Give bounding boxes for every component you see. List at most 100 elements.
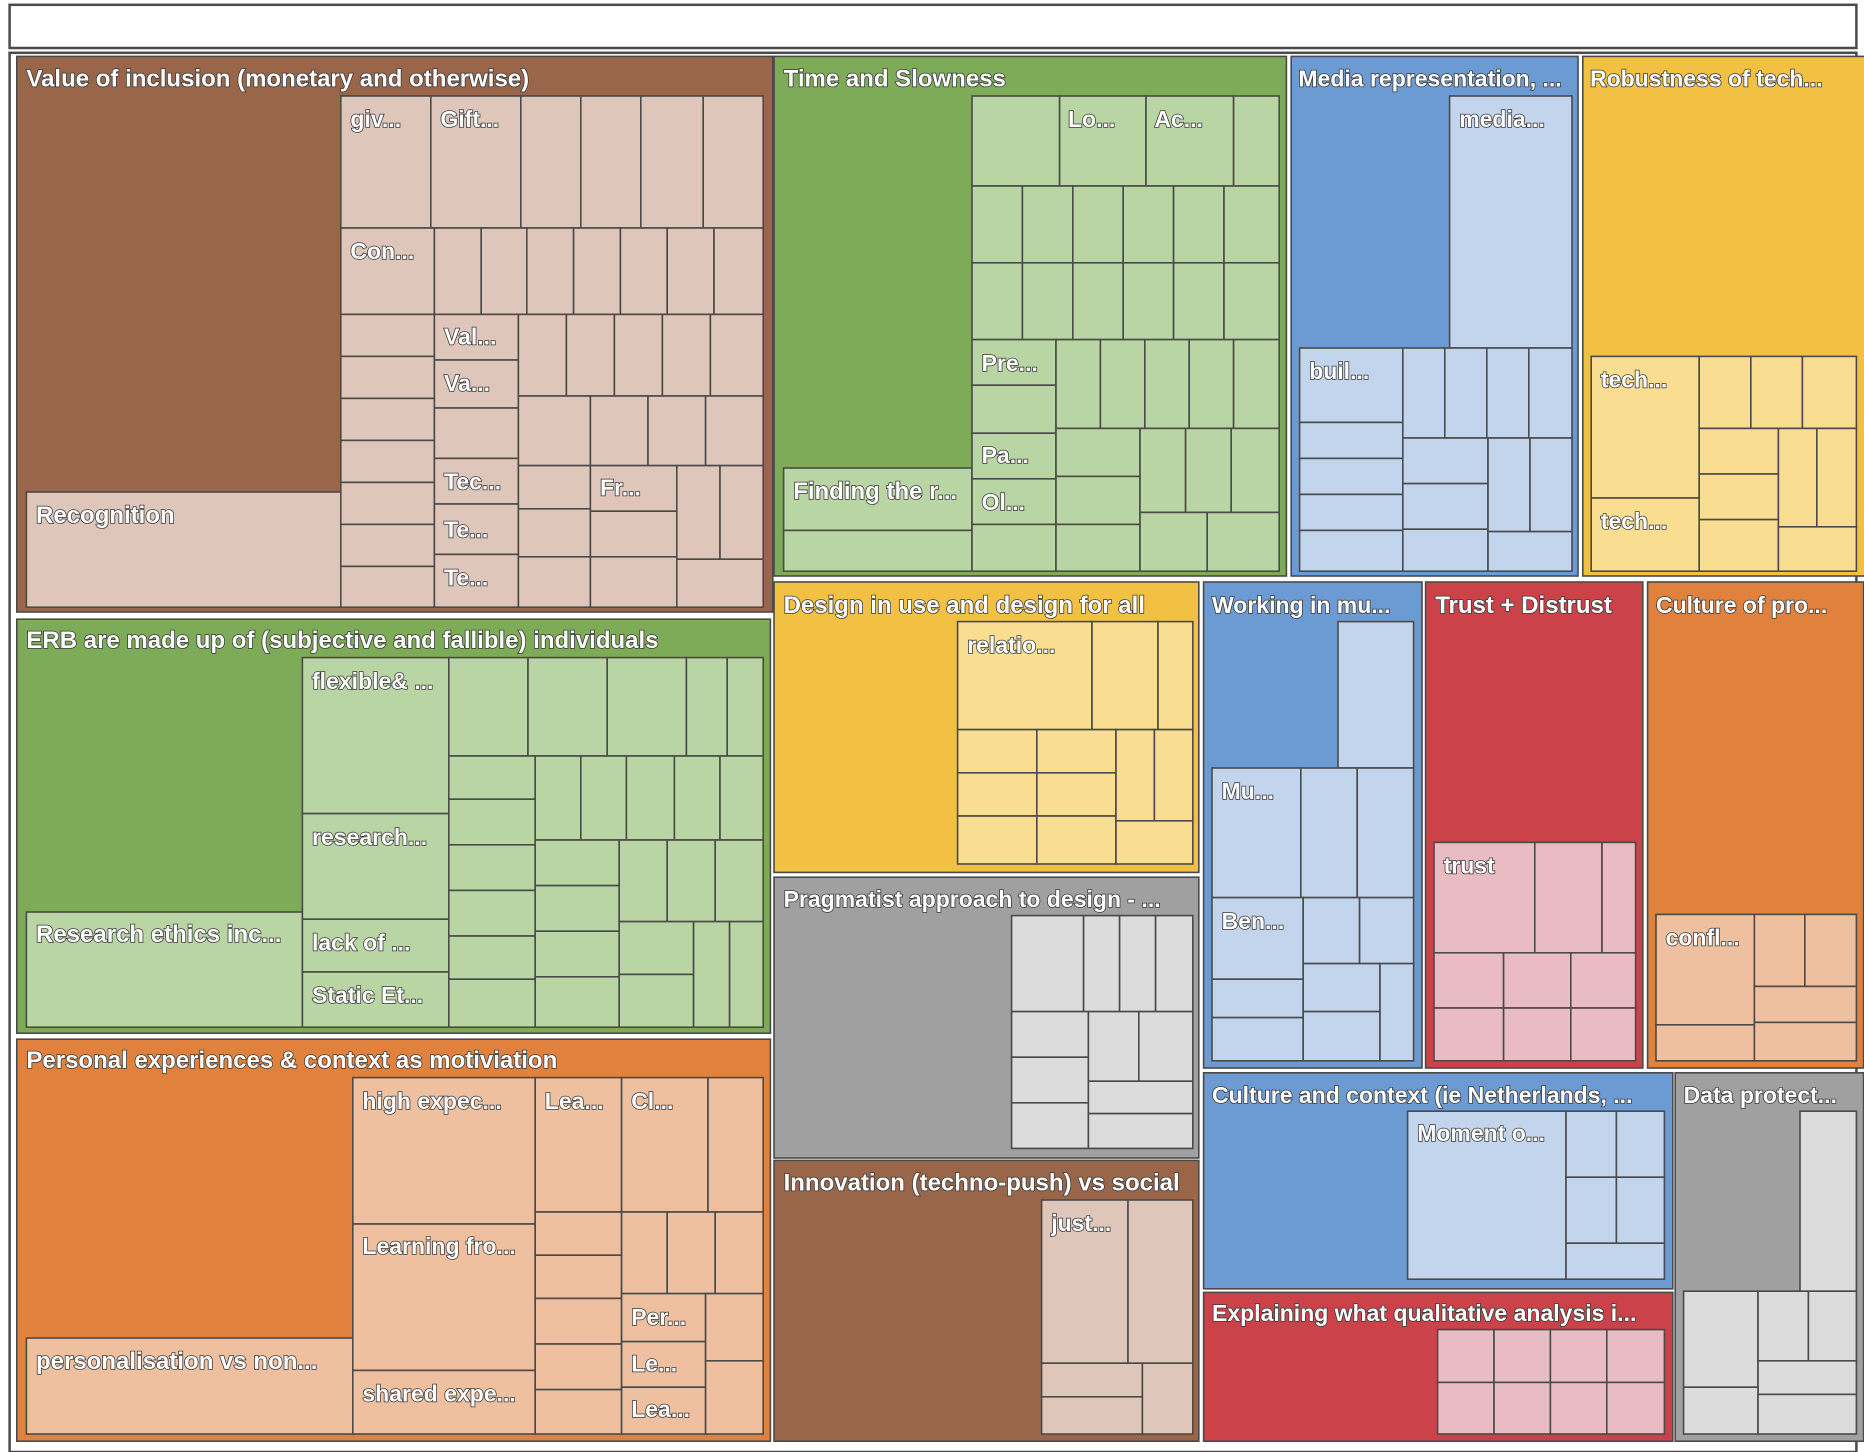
treemap-cell-8-0 xyxy=(1753,913,1806,988)
treemap-cell-0-1 xyxy=(517,507,592,558)
treemap-cell-7-1 xyxy=(1601,841,1637,954)
cell-label-10-2: Cl... xyxy=(631,1088,673,1114)
treemap-cell-2-2 xyxy=(1298,493,1404,532)
treemap-cell-11-1 xyxy=(1040,1362,1144,1398)
treemap-cell-10-3 xyxy=(534,1343,623,1391)
treemap-cell-0-1 xyxy=(339,355,436,400)
treemap-cell-5-1 xyxy=(1157,620,1194,731)
treemap-cell-6-2 xyxy=(1302,896,1361,965)
treemap-cell-10-1 xyxy=(704,1360,764,1435)
cell-label-8-0: confl... xyxy=(1666,925,1740,951)
cell-label-4-2: lack of ... xyxy=(312,929,410,955)
treemap-cell-4-top-0-1 xyxy=(527,656,608,757)
treemap-cell-0-mid-0-2 xyxy=(613,313,664,397)
treemap-cell-4-0 xyxy=(447,755,536,801)
cell-label-0-7: Te... xyxy=(444,565,488,591)
treemap-cell-6-ben xyxy=(1211,896,1304,980)
treemap-cell-0-1 xyxy=(589,395,649,467)
treemap-cell-1-mid-1-5 xyxy=(1223,261,1281,341)
treemap-cell-4-5 xyxy=(692,920,731,1028)
treemap-cell-6-mu xyxy=(1211,767,1302,899)
treemap-cell-7-trust xyxy=(1433,841,1536,954)
group-label-9: Pragmatist approach to design - ... xyxy=(784,886,1161,912)
treemap-cell-1-top-0-2 xyxy=(1145,95,1235,187)
group-label-12: Culture and context (ie Netherlands, ... xyxy=(1212,1082,1632,1108)
treemap-cell-7-5 xyxy=(1570,1007,1637,1062)
treemap-cell-4-1 xyxy=(666,839,717,923)
treemap-cell-0-3 xyxy=(675,464,721,561)
treemap-cell-11-2 xyxy=(1040,1396,1144,1435)
treemap-cell-12-1 xyxy=(1615,1110,1666,1178)
treemap-cell-0-0 xyxy=(433,313,520,361)
cell-label-11-0: just... xyxy=(1050,1210,1111,1236)
treemap-cell-4-2 xyxy=(534,930,621,978)
cell-label-10-0: high expec... xyxy=(362,1088,501,1114)
treemap-cell-10-0 xyxy=(534,1211,623,1257)
treemap-cell-6-5 xyxy=(1302,1010,1381,1062)
treemap-cell-4-r2-0-1 xyxy=(579,755,628,841)
treemap-cell-0-mid-0-3 xyxy=(661,313,712,397)
treemap-cell-5-0 xyxy=(1091,620,1159,731)
treemap-cell-1-1 xyxy=(1055,475,1141,526)
treemap-cell-6-3 xyxy=(1358,896,1415,965)
treemap-cell-2-1 xyxy=(1402,482,1489,531)
cell-label-4-1: research... xyxy=(312,824,427,850)
treemap-cell-0-1 xyxy=(589,510,678,558)
treemap-cell-3-0 xyxy=(1698,355,1752,430)
cell-label-12-0: Moment o... xyxy=(1417,1120,1545,1146)
treemap-cell-9-2 xyxy=(1010,1102,1090,1150)
treemap-cell-3-0 xyxy=(1698,427,1780,475)
treemap-cell-4-6 xyxy=(728,920,764,1028)
treemap-cell-6-1 xyxy=(1356,767,1415,899)
treemap-cell-0-4 xyxy=(719,464,765,561)
cell-label-1-0: Lo... xyxy=(1068,106,1115,132)
treemap-cell-1-mid-0-2 xyxy=(1072,185,1125,264)
treemap-cell-0-mid-0-1 xyxy=(565,313,616,397)
treemap-cell-9-6 xyxy=(1087,1112,1194,1150)
treemap-cell-2-2 xyxy=(1402,528,1489,573)
treemap-cell-13-2 xyxy=(1807,1290,1858,1362)
treemap-cell-4-0 xyxy=(618,839,669,923)
treemap-cell-5-2 xyxy=(956,815,1038,865)
treemap-cell-2-buil xyxy=(1298,347,1404,424)
treemap-cell-5-1 xyxy=(956,771,1038,817)
treemap-cell-1-2 xyxy=(1055,523,1141,573)
treemap-cell-4-4 xyxy=(447,935,536,981)
treemap-cell-4-3 xyxy=(534,975,621,1028)
treemap-cell-13-tall xyxy=(1799,1110,1858,1292)
treemap-cell-0-6 xyxy=(339,565,436,609)
treemap-cell-6-top xyxy=(1337,620,1415,769)
treemap-cell-0-2 xyxy=(647,395,707,467)
treemap-cell-0-4 xyxy=(339,481,436,526)
treemap-cell-4-3 xyxy=(447,889,536,937)
treemap-cell-1-top-0-3 xyxy=(1232,95,1280,187)
treemap-cell-10-personalisation xyxy=(25,1337,354,1435)
treemap-cell-14-cells-1-3 xyxy=(1606,1381,1666,1435)
treemap-cell-0-con-0-3 xyxy=(525,227,575,316)
treemap-cell-1-mid-1-0 xyxy=(971,261,1024,341)
treemap-cell-7-0 xyxy=(1433,951,1505,1009)
treemap-cell-4-2 xyxy=(447,843,536,892)
treemap-cell-2-0 xyxy=(1402,347,1446,439)
treemap-cell-4-lack xyxy=(301,918,450,973)
treemap-cell-1-pre-0-2 xyxy=(1144,338,1191,430)
treemap-cell-10-1 xyxy=(534,1254,623,1300)
treemap-cell-0-mid-0-0 xyxy=(517,313,568,397)
treemap-cell-2-0 xyxy=(1298,421,1404,460)
treemap-cell-0-2 xyxy=(589,555,678,608)
group-label-7: Trust + Distrust xyxy=(1435,592,1612,619)
cell-label-0-3: Val... xyxy=(444,323,496,349)
treemap-cell-10-cl xyxy=(620,1076,709,1213)
group-label-6: Working in mu... xyxy=(1212,592,1390,618)
cell-label-10-8: personalisation vs non... xyxy=(36,1348,317,1375)
treemap-cell-0-0 xyxy=(517,464,592,510)
treemap-cell-0-mid-0-4 xyxy=(709,313,765,397)
treemap-cell-1-mid-1-2 xyxy=(1072,261,1125,341)
group-label-0: Value of inclusion (monetary and otherwi… xyxy=(26,65,529,92)
cell-label-0-5: Tec... xyxy=(444,469,501,495)
treemap-cell-10-shared xyxy=(351,1369,536,1435)
group-label-13: Data protect... xyxy=(1684,1082,1837,1108)
treemap-cell-1-top-0-0 xyxy=(971,95,1061,187)
treemap-cell-0-con-0-6 xyxy=(666,227,715,316)
treemap-cell-4-r2-0-4 xyxy=(719,755,765,841)
